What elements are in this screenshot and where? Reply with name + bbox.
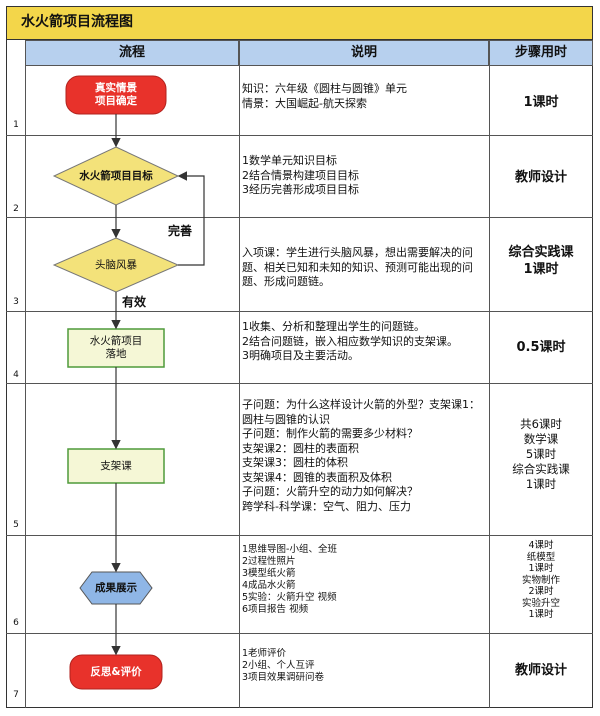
row-description: 子问题：为什么这样设计火箭的外型？支架课1：圆柱与圆锥的认识 子问题：制作火箭的… [242,398,480,513]
header-flow: 流程 [25,40,239,66]
row-time: 0.5课时 [516,340,566,355]
scaffold-node-label: 支架课 [100,460,132,472]
table-row [6,312,593,384]
row-description: 知识：六年级《圆柱与圆锥》单元 情景：大国崛起-航天探索 [242,82,407,110]
row-time: 教师设计 [514,663,567,678]
launch-node-label: 水火箭项目 落地 [89,335,143,360]
end-node-label: 反思&评价 [90,666,142,678]
header-desc: 说明 [239,40,489,66]
column-divider [25,66,26,708]
output-node-label: 成果展示 [95,582,137,594]
row-description: 1数学单元知识目标 2结合情景构建项目目标 3经历完善形成项目目标 [242,154,359,196]
valid-label: 有效 [122,295,147,309]
brainstorm-node-label: 头脑风暴 [95,259,137,271]
row-number: 3 [13,297,19,307]
table-row [6,218,593,312]
row-number: 7 [13,690,19,700]
table-row [6,136,593,218]
table-row [6,536,593,634]
row-time: 1课时 [523,95,559,110]
start-node-label: 真实情景 项目确定 [95,82,137,107]
loop-label: 完善 [168,224,193,238]
table-row [6,66,593,136]
row-time: 教师设计 [514,170,567,185]
row-description: 1老师评价 2小组、个人互评 3项目效果调研问卷 [242,648,325,683]
row-number: 6 [13,618,19,628]
row-number: 2 [13,204,19,214]
row-number: 5 [13,520,19,530]
goal-node-label: 水火箭项目目标 [79,170,153,182]
row-description: 1思维导图-小组、全班 2过程性照片 3模型纸火箭 4成品水火箭 5实验：火箭升… [242,544,337,615]
page-title: 水火箭项目流程图 [6,6,593,40]
row-number: 4 [13,370,19,380]
table-row [6,384,593,536]
row-description: 入项课：学生进行头脑风暴，想出需要解决的问题、相关已知和未知的知识、预测可能出现… [242,246,473,288]
row-time: 综合实践课 1课时 [508,245,574,277]
column-divider [239,66,240,708]
loop-arrow [177,171,205,266]
row-number: 1 [13,120,19,130]
row-description: 1收集、分析和整理出学生的问题链。 2结合问题链，嵌入相应数学知识的支架课。 3… [242,320,458,362]
header-time: 步骤用时 [489,40,593,66]
row-time: 共6课时 数学课 5课时 综合实践课 1课时 [512,417,570,491]
row-time: 4课时 纸模型 1课时 实物制作 2课时 实验升空 1课时 [521,540,560,620]
column-divider [489,66,490,708]
output-node [79,571,153,605]
